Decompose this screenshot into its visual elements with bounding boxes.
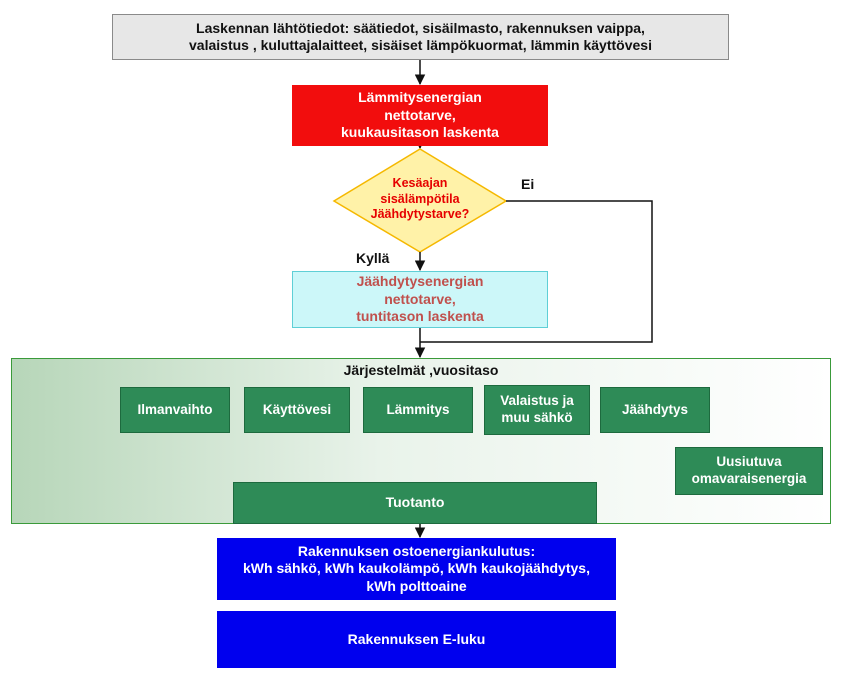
heating-demand-box: Lämmitysenergian nettotarve, kuukausitas… [292, 85, 548, 146]
purchased-energy-box: Rakennuksen ostoenergiankulutus: kWh säh… [217, 538, 616, 600]
decision-line3: Jäähdytystarve? [370, 207, 470, 222]
system-ilmanvaihto: Ilmanvaihto [120, 387, 230, 433]
renewable-line1: Uusiutuva [716, 454, 782, 470]
systems-title: Järjestelmät ,vuositaso [343, 362, 499, 378]
cooling-demand-box: Jäähdytysenergian nettotarve, tuntitason… [292, 271, 548, 328]
decision-line1: Kesäajan [392, 176, 448, 190]
cooling-line2: nettotarve, [384, 290, 456, 307]
renewable-energy-box: Uusiutuva omavaraisenergia [675, 447, 823, 495]
line-decision-no [420, 200, 653, 343]
valaistus-line1: Valaistus ja [500, 393, 574, 409]
purchase-line1: Rakennuksen ostoenergiankulutus: [297, 542, 536, 559]
system-kayttovesi: Käyttövesi [244, 387, 350, 433]
system-lammitys: Lämmitys [363, 387, 473, 433]
input-data-line1: Laskennan lähtötiedot: säätiedot, sisäil… [196, 19, 645, 36]
input-data-box: Laskennan lähtötiedot: säätiedot, sisäil… [112, 14, 729, 60]
cooling-line3: tuntitason laskenta [356, 308, 484, 325]
e-luku-box: Rakennuksen E-luku [217, 611, 616, 668]
purchase-line2: kWh sähkö, kWh kaukolämpö, kWh kaukojääh… [243, 560, 590, 577]
cooling-line1: Jäähdytysenergian [356, 273, 484, 290]
heating-line1: Lämmitysenergian [358, 89, 482, 106]
decision-line2: sisälämpötila [380, 191, 460, 206]
production-box: Tuotanto [233, 482, 597, 524]
decision-text: Kesäajan sisälämpötila Jäähdytystarve? [340, 176, 500, 223]
system-valaistus: Valaistus ja muu sähkö [484, 385, 590, 435]
renewable-line2: omavaraisenergia [691, 471, 807, 486]
decision-yes-label: Kyllä [356, 250, 390, 266]
heating-line3: kuukausitason laskenta [341, 124, 499, 141]
heating-line2: nettotarve, [384, 106, 456, 123]
decision-no-label: Ei [521, 176, 535, 192]
valaistus-line2: muu sähkö [501, 410, 573, 425]
purchase-line3: kWh polttoaine [366, 577, 467, 594]
input-data-line2: valaistus , kuluttajalaitteet, sisäiset … [189, 37, 652, 53]
system-jaahdytys: Jäähdytys [600, 387, 710, 433]
